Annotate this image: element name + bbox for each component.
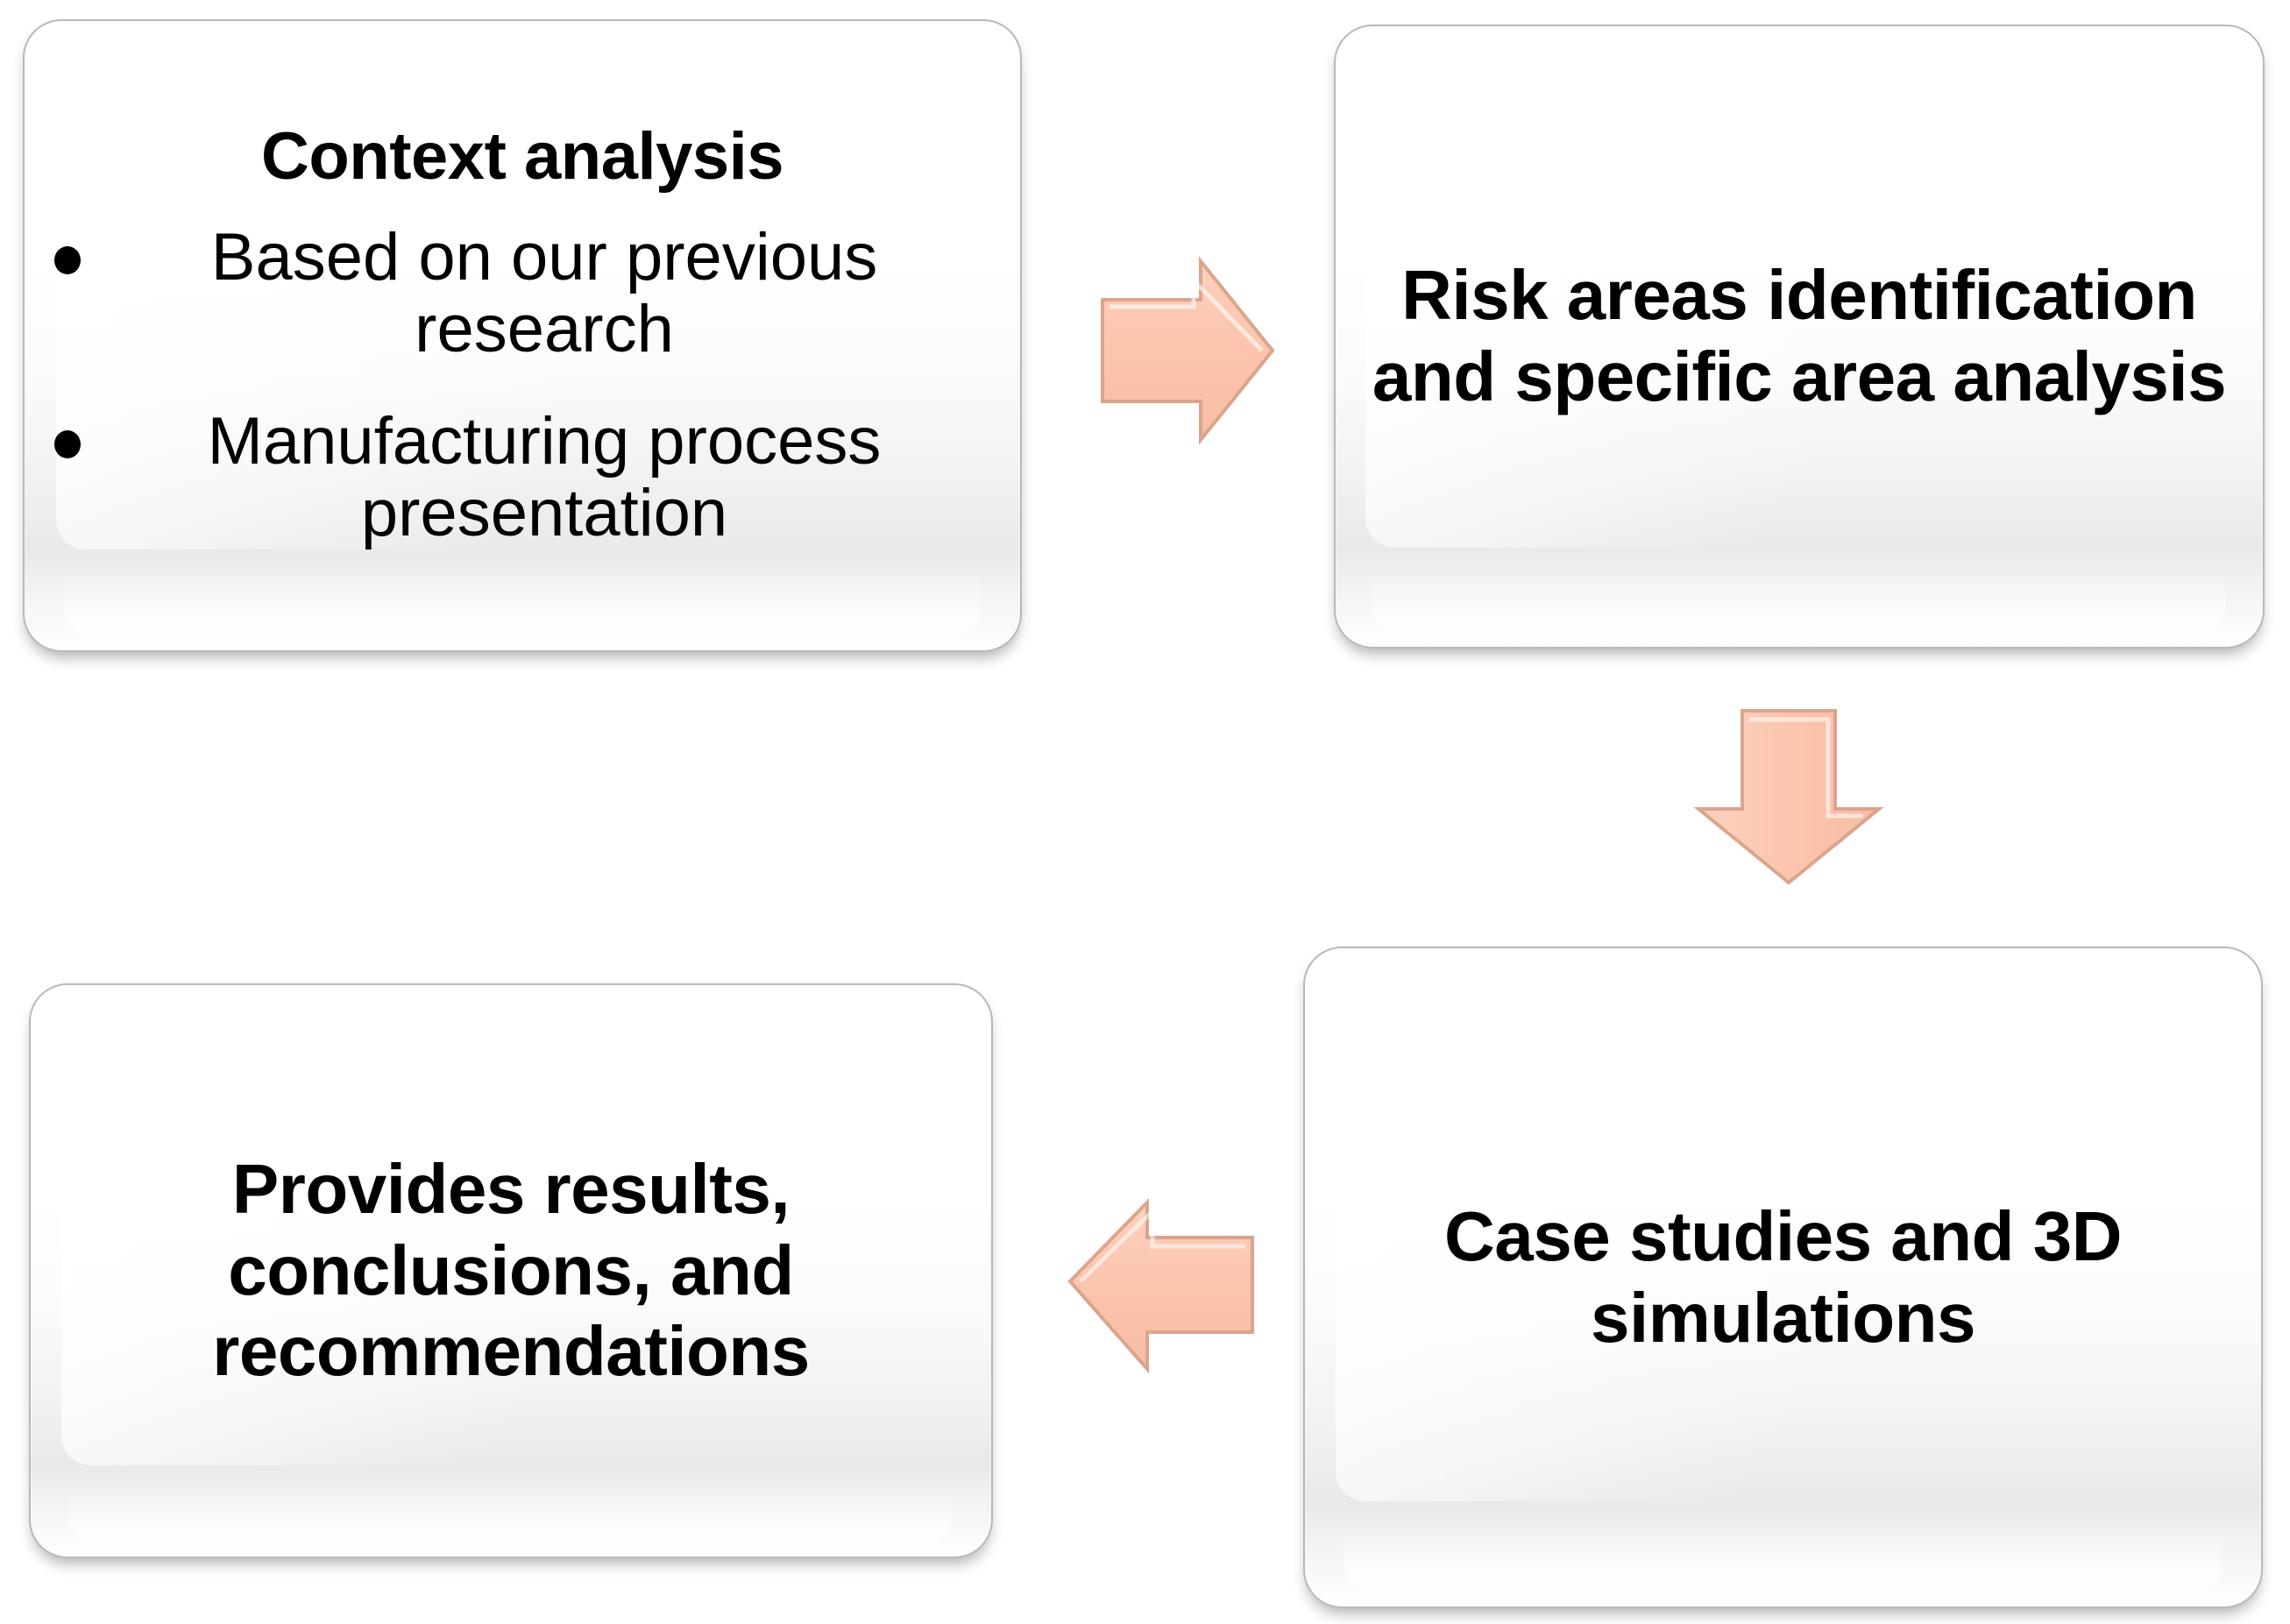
list-item: Manufacturing process presentation bbox=[47, 406, 997, 550]
node-provides-results[interactable]: Provides results, conclusions, and recom… bbox=[29, 983, 993, 1558]
arrow-left-bottom bbox=[1065, 1183, 1259, 1378]
node-case-studies-content: Case studies and 3D simulations bbox=[1305, 1196, 2261, 1359]
node-provides-results-heading: Provides results, conclusions, and recom… bbox=[212, 1149, 810, 1391]
arrow-right-top bbox=[1095, 254, 1280, 447]
node-context-analysis[interactable]: Context analysis Based on our previous r… bbox=[23, 19, 1022, 652]
list-item-label: Manufacturing process presentation bbox=[207, 404, 882, 551]
bullet-dot-icon bbox=[54, 246, 81, 275]
list-item: Based on our previous research bbox=[47, 222, 997, 365]
node-context-analysis-bullets: Based on our previous research Manufactu… bbox=[25, 222, 1020, 550]
arrow-down-right bbox=[1691, 706, 1886, 888]
node-case-studies[interactable]: Case studies and 3D simulations bbox=[1303, 947, 2263, 1608]
node-context-analysis-content: Context analysis Based on our previous r… bbox=[25, 118, 1020, 550]
node-risk-areas[interactable]: Risk areas identification and specific a… bbox=[1334, 25, 2265, 649]
node-risk-areas-content: Risk areas identification and specific a… bbox=[1336, 255, 2263, 418]
node-provides-results-content: Provides results, conclusions, and recom… bbox=[31, 1149, 991, 1393]
list-item-label: Based on our previous research bbox=[210, 220, 878, 367]
node-context-analysis-title: Context analysis bbox=[261, 118, 784, 194]
node-case-studies-heading: Case studies and 3D simulations bbox=[1444, 1196, 2123, 1357]
bullet-dot-icon bbox=[54, 430, 81, 459]
node-risk-areas-heading: Risk areas identification and specific a… bbox=[1372, 256, 2227, 415]
